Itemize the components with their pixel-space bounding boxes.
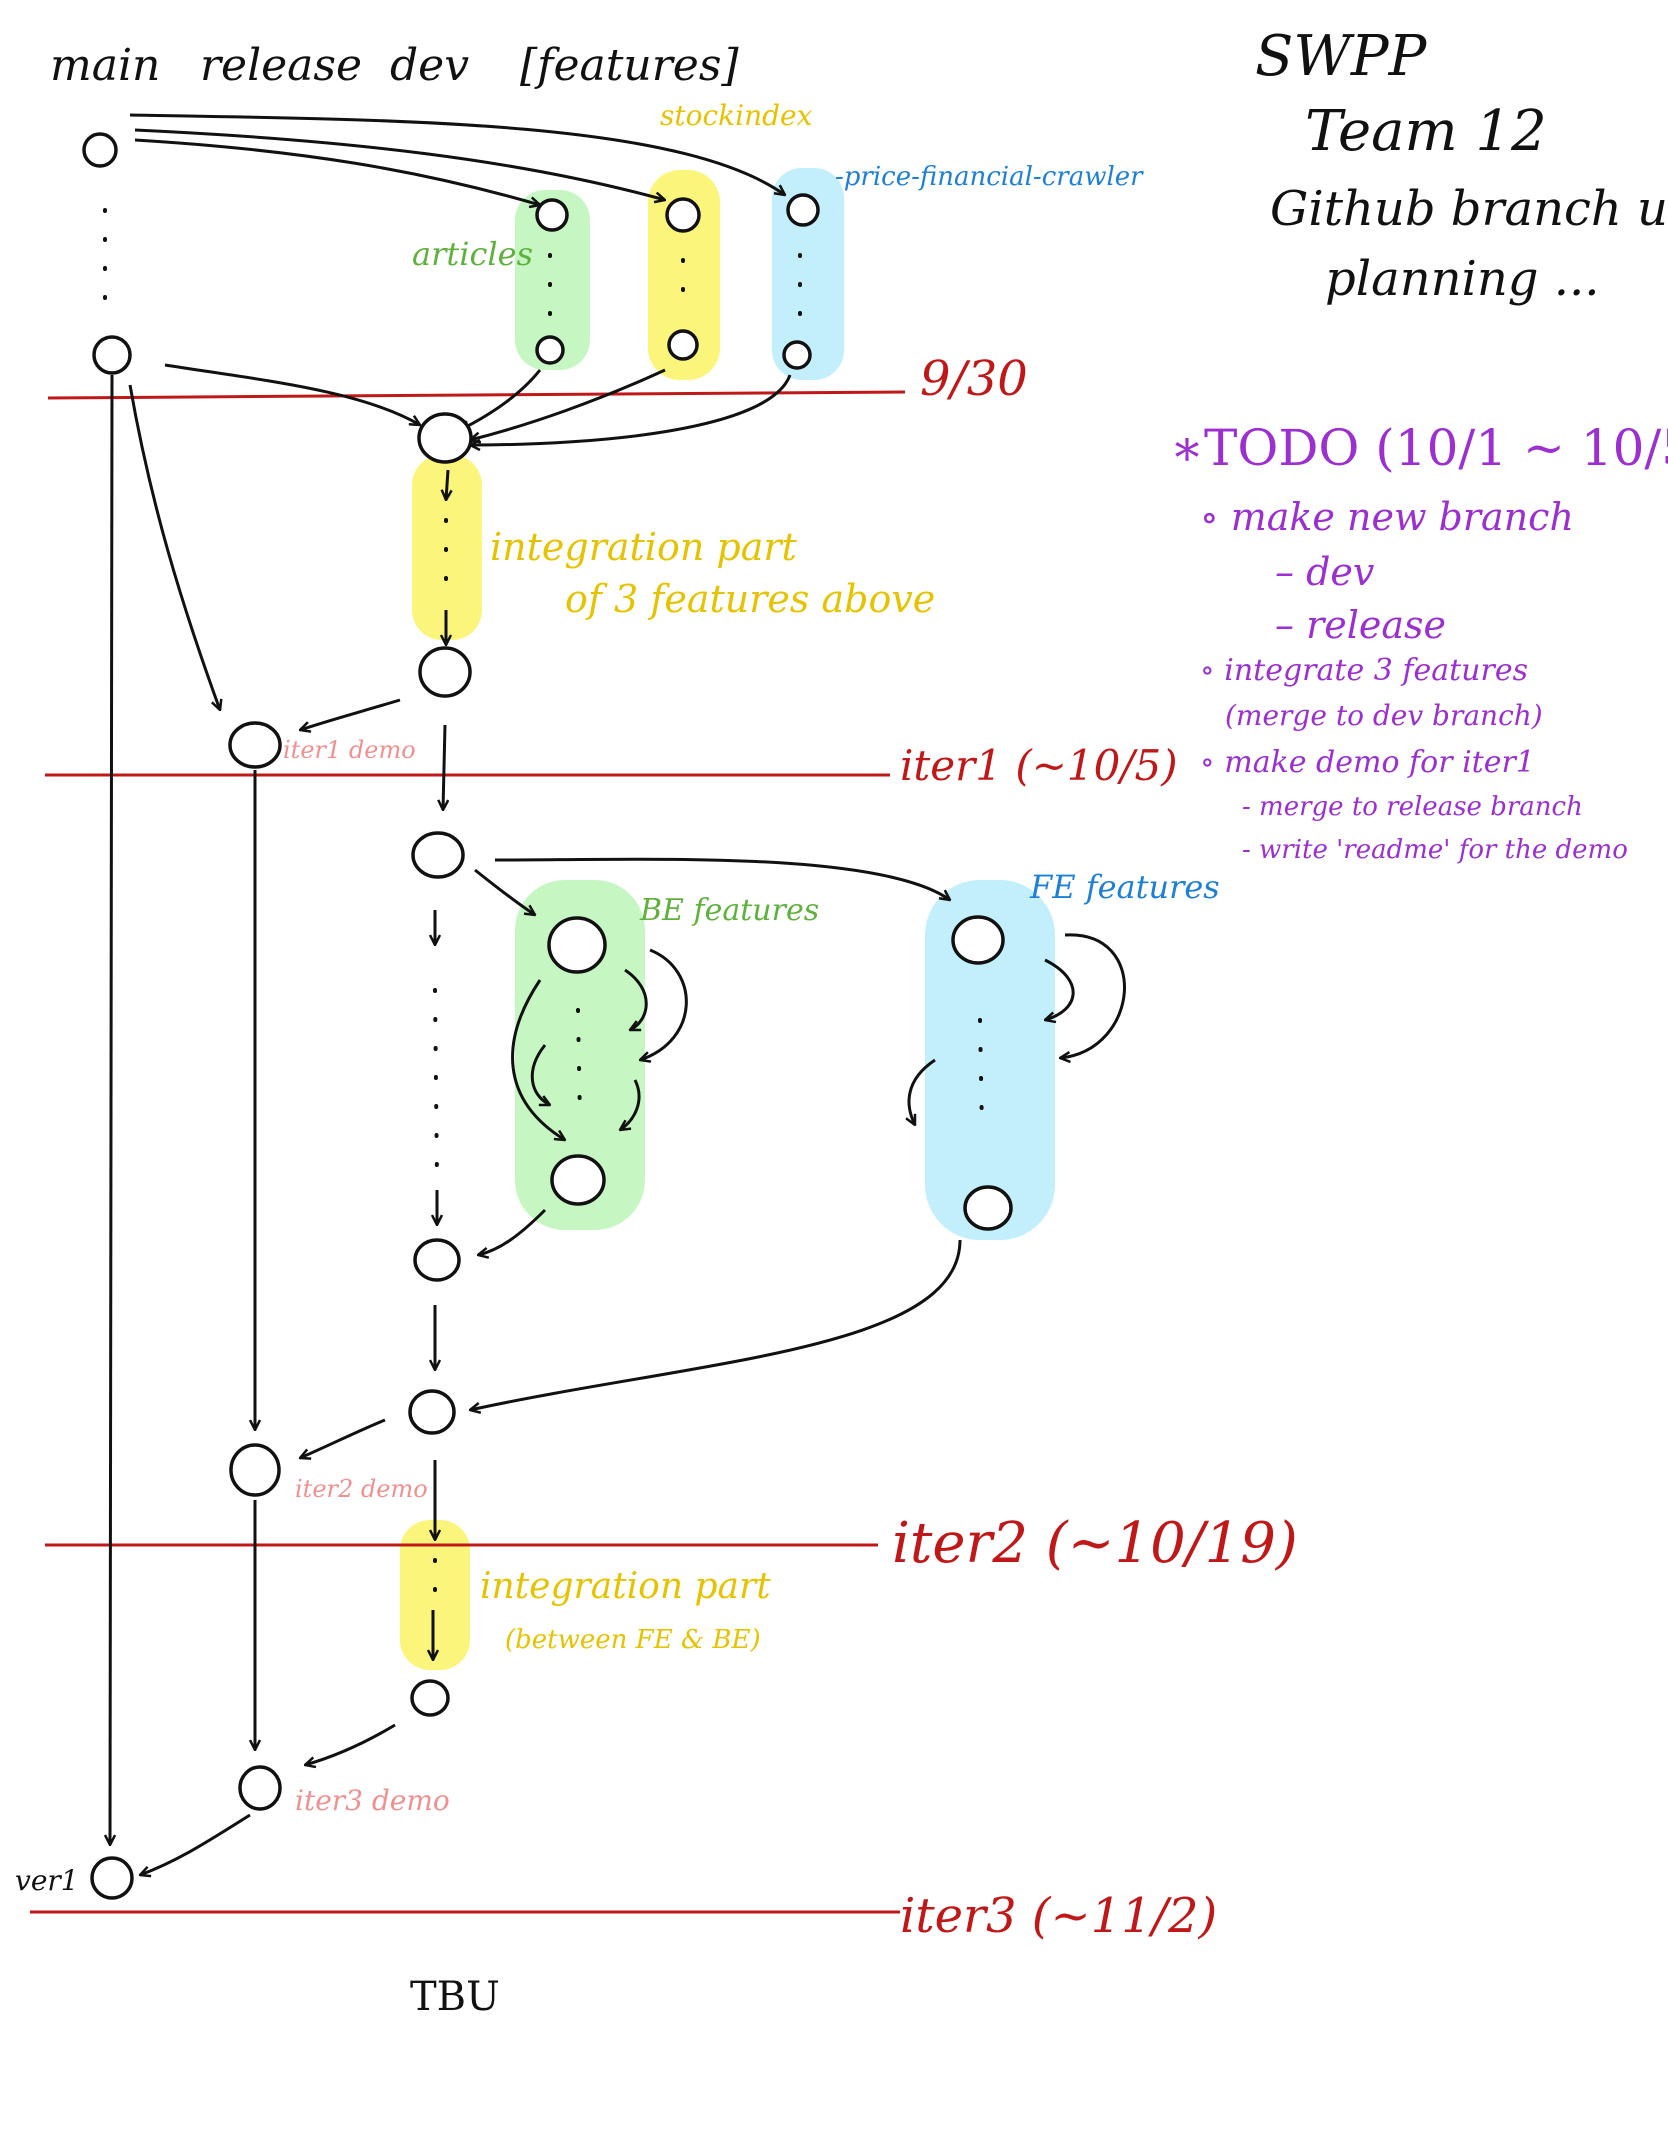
milestone-line-930 — [47, 390, 906, 400]
milestone-iter2: iter2 (~10/19) — [892, 1511, 1298, 1576]
todo-item-1: ∘ make new branch — [1200, 495, 1574, 539]
be-loop-4 — [511, 979, 565, 1140]
be-features-highlight — [515, 880, 645, 1230]
column-features: [features] — [520, 40, 739, 91]
stockindex-label: stockindex — [660, 99, 813, 132]
integration-highlight-2 — [400, 1520, 470, 1670]
todo-item-6: ∘ make demo for iter1 — [1200, 745, 1535, 780]
dev-to-release-iter1 — [300, 698, 401, 730]
dev-arrow-1 — [446, 469, 448, 500]
be-loop-3 — [620, 1079, 641, 1130]
dev-node-3 — [411, 831, 465, 879]
fe-node-1 — [951, 915, 1005, 965]
crawler-label: -price-financial-crawler — [835, 162, 1144, 192]
fe-loop-1 — [1060, 933, 1126, 1058]
be-features-label: BE features — [639, 893, 819, 928]
ver1-node — [90, 1856, 134, 1900]
column-main: main — [50, 40, 160, 91]
dev-node-5 — [408, 1389, 456, 1435]
main-to-release-iter1 — [128, 384, 220, 710]
fe-node-2 — [963, 1185, 1013, 1231]
iter1-demo-label: iter1 demo — [283, 736, 416, 764]
main-to-articles — [134, 138, 540, 205]
articles-to-dev — [460, 369, 542, 432]
crawler-node-2 — [782, 340, 812, 370]
title-github: Github branch use — [1270, 181, 1668, 237]
integration-label-2b: (between FE & BE) — [505, 1625, 761, 1655]
column-dev: dev — [390, 40, 469, 91]
todo-item-3: – release — [1275, 603, 1446, 647]
title-swpp: SWPP — [1255, 24, 1428, 89]
dev-dots-2 — [433, 988, 439, 1182]
dev-node-6 — [410, 1679, 450, 1717]
dev-node-4 — [413, 1238, 461, 1282]
articles-highlight — [515, 190, 590, 370]
dev-arrow-3 — [443, 724, 445, 810]
release-to-ver1 — [140, 1813, 251, 1875]
milestone-iter3: iter3 (~11/2) — [900, 1888, 1217, 1944]
stockindex-highlight — [648, 170, 720, 380]
fe-features-highlight — [925, 880, 1055, 1240]
todo-item-4: ∘ integrate 3 features — [1200, 653, 1528, 688]
title-team: Team 12 — [1305, 99, 1547, 164]
crawler-highlight — [772, 168, 844, 380]
fe-to-dev — [470, 1239, 962, 1410]
be-to-dev — [478, 1208, 547, 1255]
dev-to-release-iter2 — [300, 1418, 386, 1458]
release-node-iter3 — [238, 1765, 282, 1811]
milestone-930: 9/30 — [920, 351, 1028, 407]
dev-to-release-iter3 — [305, 1723, 396, 1765]
todo-item-5: (merge to dev branch) — [1225, 699, 1543, 732]
articles-node-1 — [535, 198, 569, 232]
milestone-iter1: iter1 (~10/5) — [900, 741, 1178, 790]
main-node-2 — [92, 335, 132, 375]
integration-label-1b: of 3 features above — [565, 577, 935, 621]
dev-node-1 — [417, 412, 473, 464]
be-loop-1 — [640, 948, 688, 1060]
integration-label-2a: integration part — [480, 1566, 771, 1607]
fe-features-label: FE features — [1029, 868, 1220, 906]
dev-node-2 — [418, 646, 472, 698]
articles-label: articles — [412, 235, 533, 273]
main-to-ver1 — [110, 374, 112, 1845]
title-planning: planning ... — [1325, 251, 1600, 307]
release-node-iter1 — [228, 721, 282, 769]
todo-item-8: - write 'readme' for the demo — [1242, 835, 1628, 865]
stockindex-node-1 — [665, 197, 701, 233]
main-to-crawler — [129, 113, 785, 195]
integration-label-1a: integration part — [490, 525, 798, 569]
be-node-2 — [550, 1154, 606, 1206]
be-loop-2 — [624, 968, 648, 1032]
main-to-dev — [164, 363, 420, 425]
todo-item-7: - merge to release branch — [1242, 792, 1583, 822]
fe-loop-3 — [909, 1058, 936, 1125]
articles-node-2 — [535, 335, 565, 365]
crawler-node-1 — [786, 193, 820, 227]
stockindex-to-dev — [470, 368, 666, 440]
dev-to-be — [474, 868, 535, 915]
main-node-1 — [82, 132, 118, 168]
be-node-1 — [547, 916, 607, 974]
todo-item-2: – dev — [1275, 550, 1375, 594]
iter3-demo-label: iter3 demo — [295, 1784, 450, 1817]
footer-tbu: TBU — [410, 1974, 500, 2020]
release-node-iter2 — [229, 1443, 281, 1497]
main-to-stockindex — [134, 128, 665, 200]
be-loop-5 — [530, 1044, 550, 1107]
column-release: release — [200, 40, 362, 91]
ver1-label: ver1 — [15, 1864, 79, 1897]
iter2-demo-label: iter2 demo — [295, 1475, 428, 1503]
todo-heading: ∗TODO (10/1 ~ 10/5) — [1170, 419, 1668, 477]
crawler-to-dev — [470, 374, 792, 445]
fe-loop-2 — [1045, 958, 1075, 1020]
dev-to-fe — [494, 857, 950, 900]
stockindex-node-2 — [667, 329, 699, 361]
